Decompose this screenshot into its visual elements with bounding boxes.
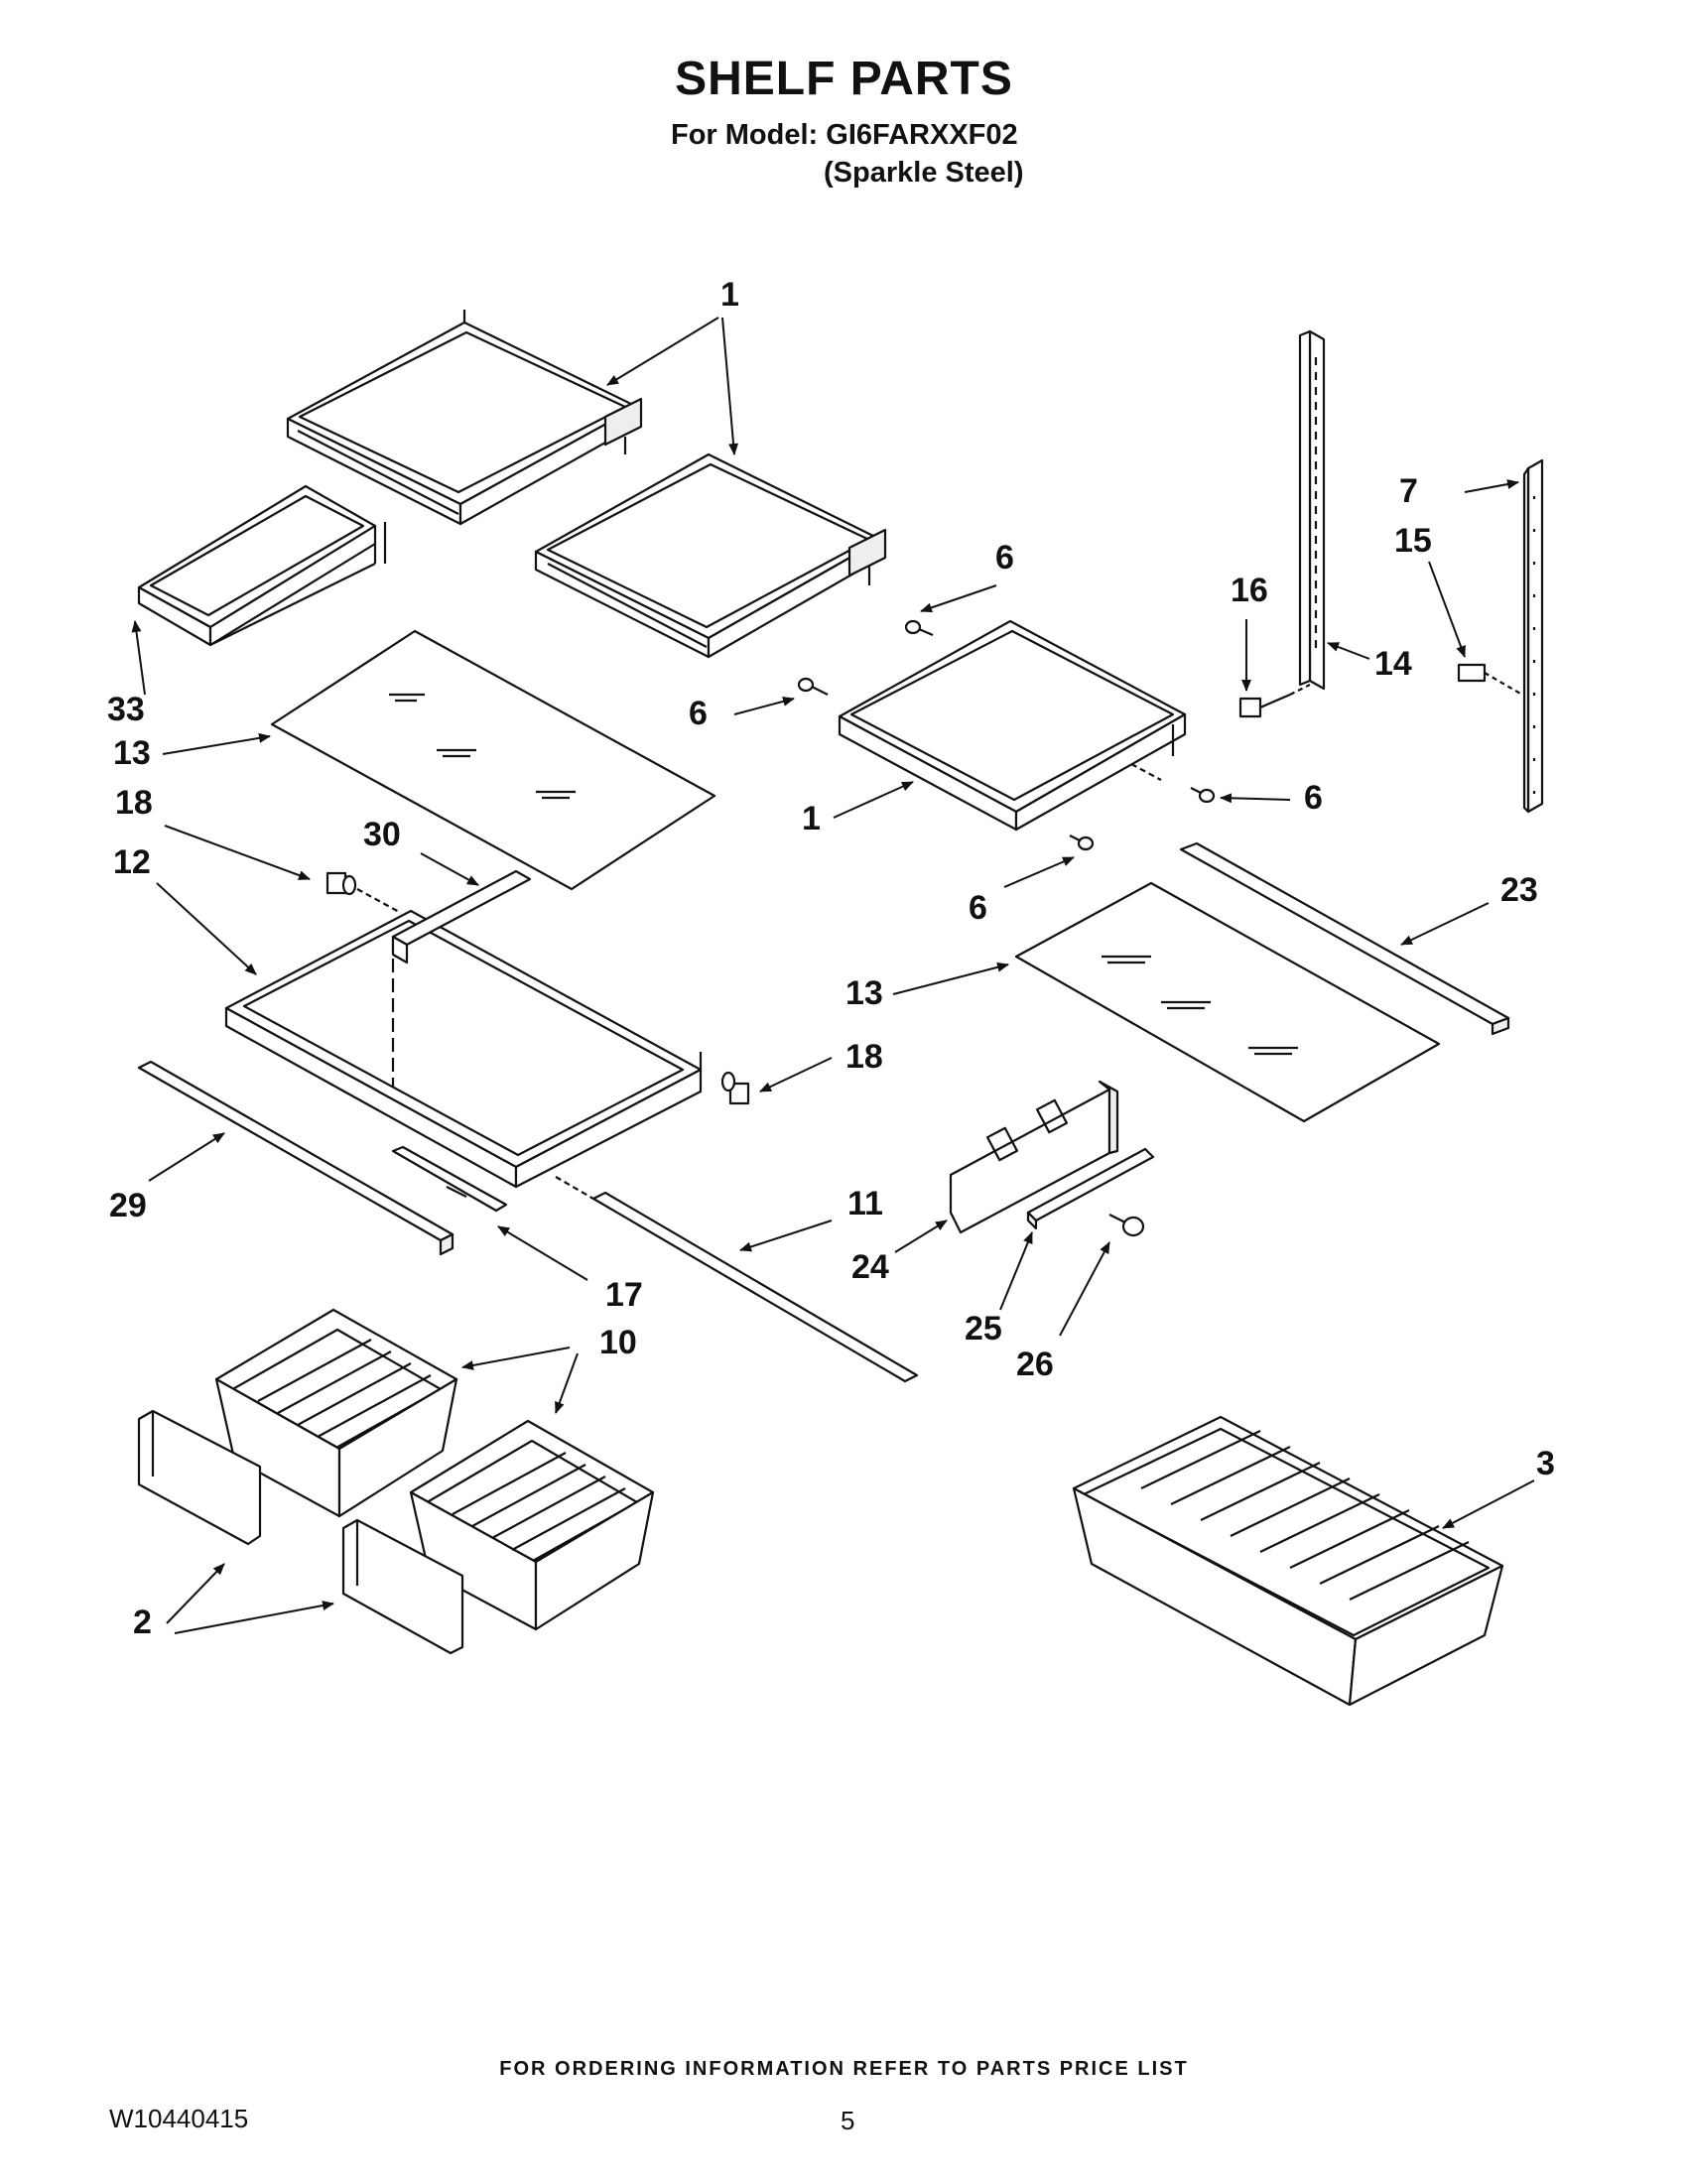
callout-13: 13 <box>845 974 883 1012</box>
slide-rail-30 <box>391 869 532 964</box>
page-title: SHELF PARTS <box>675 53 1013 105</box>
callout-6: 6 <box>969 889 987 927</box>
strip-25 <box>1026 1147 1155 1230</box>
callout-18: 18 <box>845 1038 883 1076</box>
bracket-7 <box>1522 458 1544 814</box>
callout-30: 30 <box>363 816 401 853</box>
meat-pan-3 <box>1072 1415 1504 1707</box>
callout-18: 18 <box>115 784 153 822</box>
callout-13: 13 <box>113 734 151 772</box>
callout-17: 17 <box>605 1276 643 1314</box>
shelf-1-upper-middle <box>534 452 887 659</box>
screws-15-16 <box>1238 663 1523 718</box>
callout-1: 1 <box>802 800 821 837</box>
glass-shelf-13-left <box>270 629 716 891</box>
callout-3: 3 <box>1536 1445 1555 1482</box>
shelf-1-right <box>838 619 1187 832</box>
callout-25: 25 <box>965 1310 1002 1348</box>
model-label: For Model: GI6FARXXF02 <box>671 119 1018 151</box>
callout-2: 2 <box>133 1604 152 1641</box>
document-number: W10440415 <box>109 2104 249 2133</box>
callout-1: 1 <box>720 276 739 314</box>
trim-29 <box>137 1060 454 1256</box>
shelf-33-small <box>137 484 387 647</box>
bumper-18-parts <box>325 871 750 1105</box>
callout-11: 11 <box>847 1185 883 1222</box>
callout-6: 6 <box>995 539 1014 577</box>
callout-6: 6 <box>689 695 708 732</box>
crisper-10-left <box>214 1308 458 1518</box>
bracket-24 <box>949 1080 1119 1234</box>
screw-26 <box>1108 1214 1145 1237</box>
callout-10: 10 <box>599 1324 637 1361</box>
rod-11 <box>555 1176 919 1383</box>
crisper-10-right <box>409 1419 655 1631</box>
screw-6-parts <box>797 619 1216 851</box>
ordering-note: FOR ORDERING INFORMATION REFER TO PARTS … <box>499 2058 1189 2080</box>
callout-15: 15 <box>1394 522 1432 560</box>
page-number: 5 <box>841 2106 855 2135</box>
shelf-1-upper-left <box>286 310 643 526</box>
crisper-handle-2-right <box>341 1518 464 1655</box>
callout-33: 33 <box>107 691 145 728</box>
glass-shelf-13-right <box>1014 881 1441 1123</box>
callout-6: 6 <box>1304 779 1323 817</box>
drawer-frame-12 <box>224 909 703 1189</box>
callout-7: 7 <box>1399 472 1418 510</box>
leader-lines <box>131 317 1535 1634</box>
callout-26: 26 <box>1016 1346 1054 1383</box>
callout-12: 12 <box>113 843 151 881</box>
trim-23 <box>1179 841 1510 1036</box>
callout-23: 23 <box>1500 871 1538 909</box>
callout-24: 24 <box>851 1248 889 1286</box>
shelf-rail-14 <box>1298 329 1326 691</box>
callout-16: 16 <box>1231 572 1268 609</box>
slide-17 <box>391 1145 508 1213</box>
color-label: (Sparkle Steel) <box>824 157 1024 189</box>
callout-29: 29 <box>109 1187 147 1224</box>
callout-14: 14 <box>1374 645 1412 683</box>
crisper-handle-2-left <box>137 1409 262 1546</box>
